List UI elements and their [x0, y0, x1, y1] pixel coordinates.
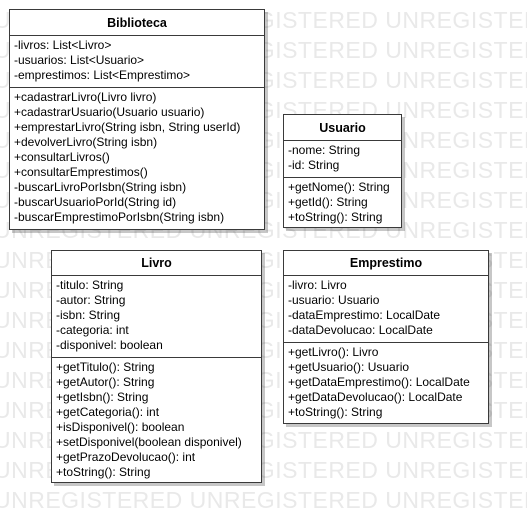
attribute-line: -usuarios: List<Usuario> [14, 53, 145, 67]
method-line: +toString(): String [288, 210, 383, 224]
method-line: +getId(): String [288, 195, 368, 209]
class-name-biblioteca: Biblioteca [10, 10, 264, 36]
attribute-line: -id: String [288, 158, 340, 172]
method-line: +toString(): String [288, 405, 383, 419]
method-line: +emprestarLivro(String isbn, String user… [14, 120, 241, 134]
method-line: +getDataDevolucao(): LocalDate [288, 390, 463, 404]
class-box-usuario[interactable]: Usuario -nome: String -id: String +getNo… [283, 114, 402, 228]
attribute-line: -isbn: String [56, 308, 121, 322]
method-line: +getTitulo(): String [56, 360, 155, 374]
method-line: +getLivro(): Livro [288, 345, 379, 359]
class-box-livro[interactable]: Livro -titulo: String -autor: String -is… [51, 250, 262, 483]
method-line: +cadastrarUsuario(Usuario usuario) [14, 105, 205, 119]
methods-section: +getNome(): String +getId(): String +toS… [284, 178, 401, 225]
method-line: +toString(): String [56, 465, 151, 479]
method-line: +getUsuario(): Usuario [288, 360, 410, 374]
attribute-line: -dataEmprestimo: LocalDate [288, 308, 441, 322]
attribute-line: -titulo: String [56, 278, 124, 292]
method-line: -buscarLivroPorIsbn(String isbn) [14, 180, 187, 194]
class-box-emprestimo[interactable]: Emprestimo -livro: Livro -usuario: Usuar… [283, 250, 489, 424]
method-line: -buscarUsuarioPorId(String id) [14, 195, 177, 209]
class-name-usuario: Usuario [284, 115, 401, 141]
method-line: +getAutor(): String [56, 375, 155, 389]
method-line: +getDataEmprestimo(): LocalDate [288, 375, 470, 389]
attribute-line: -dataDevolucao: LocalDate [288, 323, 433, 337]
class-box-biblioteca[interactable]: Biblioteca -livros: List<Livro> -usuario… [9, 9, 265, 230]
method-line: +cadastrarLivro(Livro livro) [14, 90, 157, 104]
attributes-section: -livro: Livro -usuario: Usuario -dataEmp… [284, 276, 488, 343]
attribute-line: -livros: List<Livro> [14, 38, 112, 52]
method-line: +isDisponivel(): boolean [56, 420, 185, 434]
method-line: +setDisponivel(boolean disponivel) [56, 435, 242, 449]
attribute-line: -disponivel: boolean [56, 338, 163, 352]
method-line: -buscarEmprestimoPorIsbn(String isbn) [14, 210, 225, 224]
method-line: +getIsbn(): String [56, 390, 149, 404]
attribute-line: -autor: String [56, 293, 126, 307]
attributes-section: -nome: String -id: String [284, 141, 401, 178]
class-name-livro: Livro [52, 251, 261, 276]
attribute-line: -nome: String [288, 143, 361, 157]
method-line: +getPrazoDevolucao(): int [56, 450, 196, 464]
methods-section: +getLivro(): Livro +getUsuario(): Usuari… [284, 343, 488, 420]
method-line: +getCategoria(): int [56, 405, 160, 419]
method-line: +consultarLivros() [14, 150, 110, 164]
attribute-line: -categoria: int [56, 323, 129, 337]
method-line: +getNome(): String [288, 180, 390, 194]
class-name-emprestimo: Emprestimo [284, 251, 488, 276]
method-line: +devolverLivro(String isbn) [14, 135, 158, 149]
watermark-text: UNREGISTERED UNREGISTERED UNREGISTERED [0, 487, 527, 513]
method-line: +consultarEmprestimos() [14, 165, 148, 179]
attribute-line: -emprestimos: List<Emprestimo> [14, 68, 191, 82]
attributes-section: -livros: List<Livro> -usuarios: List<Usu… [10, 36, 264, 88]
attributes-section: -titulo: String -autor: String -isbn: St… [52, 276, 261, 358]
attribute-line: -livro: Livro [288, 278, 347, 292]
methods-section: +cadastrarLivro(Livro livro) +cadastrarU… [10, 88, 264, 225]
methods-section: +getTitulo(): String +getAutor(): String… [52, 358, 261, 480]
attribute-line: -usuario: Usuario [288, 293, 380, 307]
